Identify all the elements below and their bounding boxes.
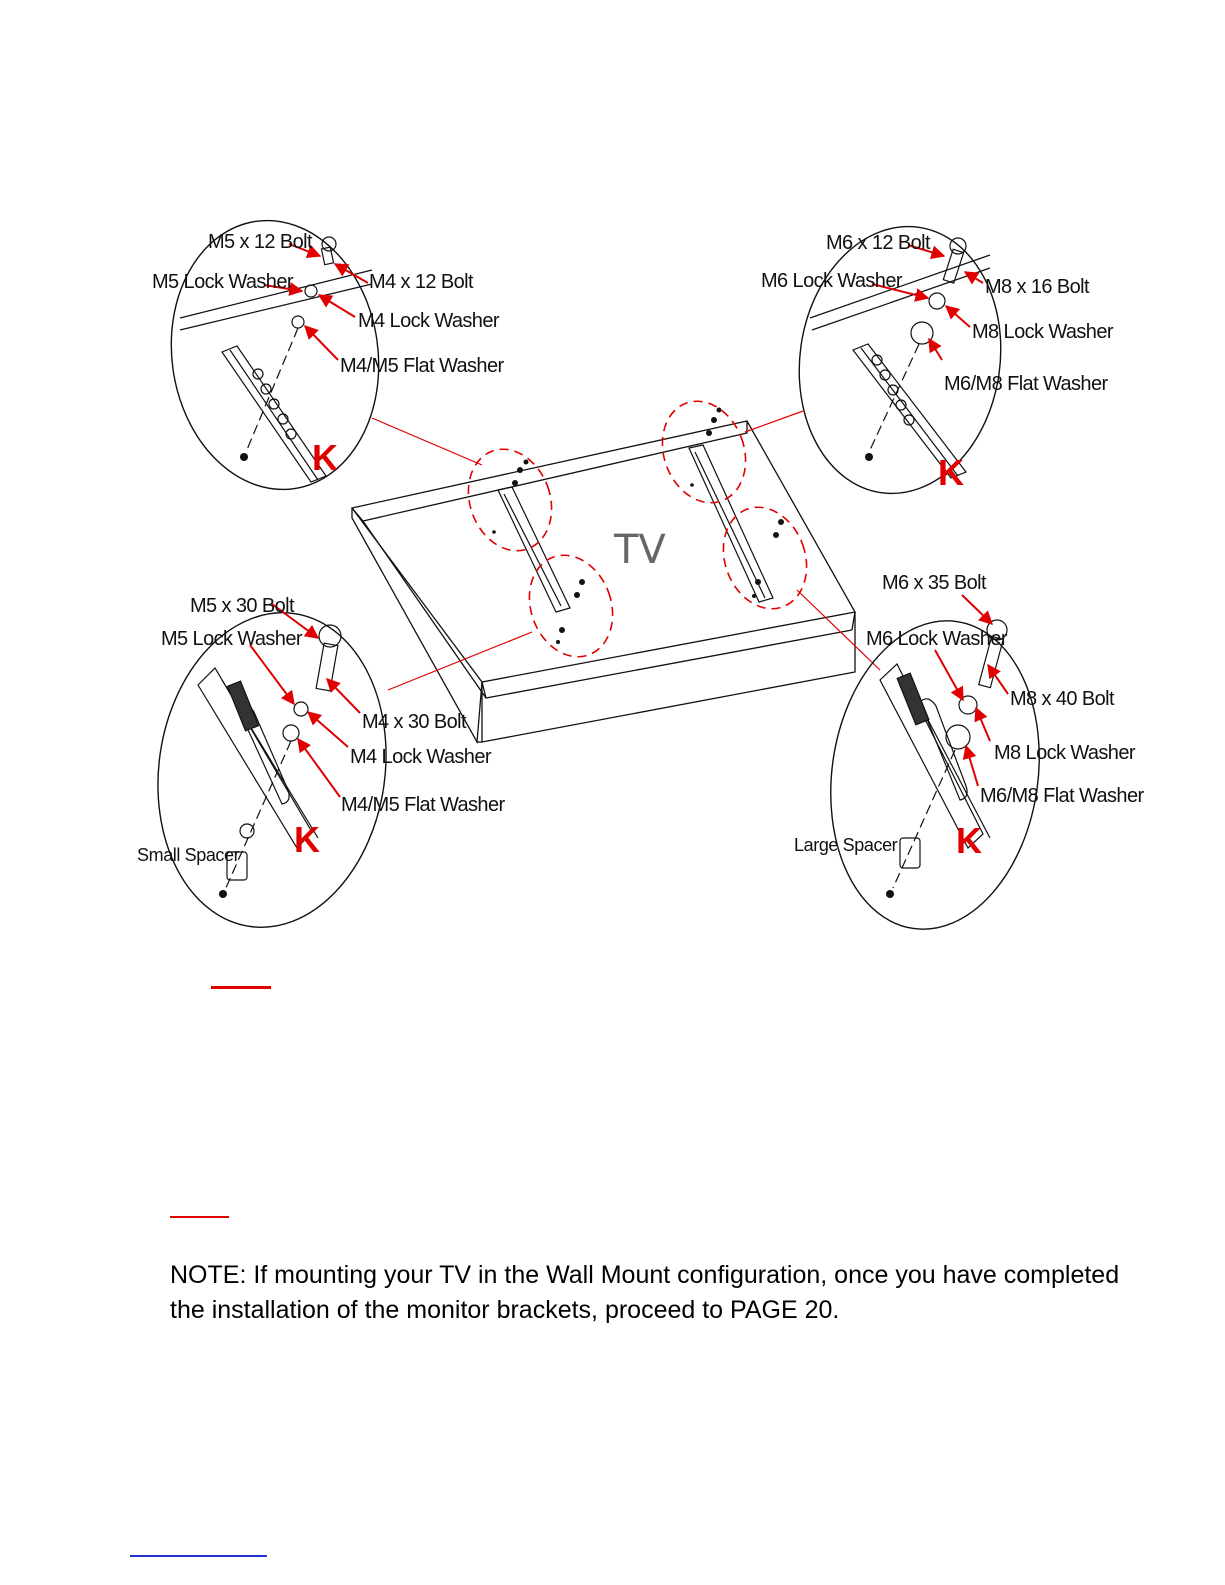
detail-highlight-circles <box>467 400 808 658</box>
label-m4x30-bolt: M4 x 30 Bolt <box>362 711 467 733</box>
label-m8x40-bolt: M8 x 40 Bolt <box>1010 688 1115 710</box>
k-mark: K <box>294 819 320 860</box>
k-mark: K <box>312 437 338 478</box>
label-m5x30-bolt: M5 x 30 Bolt <box>190 595 295 617</box>
label-m4x12-bolt: M4 x 12 Bolt <box>369 271 474 293</box>
tv-brackets <box>497 444 774 613</box>
red-underline-2 <box>170 1216 229 1218</box>
detail-leader-lines <box>371 410 881 691</box>
tv-label: TV <box>613 527 666 573</box>
label-m4-lock-washer: M4 Lock Washer <box>358 310 500 332</box>
k-mark: K <box>956 820 982 861</box>
red-underline-1 <box>211 986 271 989</box>
label-large-spacer: Large Spacer <box>794 835 898 855</box>
detail-bottom-right: K <box>830 619 1040 930</box>
label-m6x12-bolt: M6 x 12 Bolt <box>826 232 931 254</box>
label-m5x12-bolt: M5 x 12 Bolt <box>208 231 313 253</box>
label-m6-lock-washer: M6 Lock Washer <box>866 628 1008 650</box>
label-small-spacer: Small Spacer <box>137 845 240 865</box>
tv-hardware-dots <box>492 407 784 644</box>
label-m8x16-bolt: M8 x 16 Bolt <box>985 276 1090 298</box>
tv-panel <box>350 420 857 745</box>
detail-top-right: K <box>798 225 1002 495</box>
label-m8-lock-washer: M8 Lock Washer <box>972 321 1114 343</box>
label-m6x35-bolt: M6 x 35 Bolt <box>882 572 987 594</box>
label-m4m5-flat-washer: M4/M5 Flat Washer <box>341 794 505 816</box>
label-m4m5-flat-washer: M4/M5 Flat Washer <box>340 355 504 377</box>
callout-arrows <box>249 243 1009 798</box>
label-m6m8-flat-washer: M6/M8 Flat Washer <box>944 373 1108 395</box>
label-m4-lock-washer: M4 Lock Washer <box>350 746 492 768</box>
label-m6-lock-washer: M6 Lock Washer <box>761 270 903 292</box>
label-m5-lock-washer: M5 Lock Washer <box>152 271 294 293</box>
k-mark: K <box>938 452 964 493</box>
label-m8-lock-washer: M8 Lock Washer <box>994 742 1136 764</box>
detail-top-left: K <box>170 219 380 491</box>
label-m6m8-flat-washer: M6/M8 Flat Washer <box>980 785 1144 807</box>
note-text: NOTE: If mounting your TV in the Wall Mo… <box>170 1261 1120 1324</box>
detail-bottom-left: K <box>157 612 387 928</box>
label-m5-lock-washer: M5 Lock Washer <box>161 628 303 650</box>
link-underline <box>130 1555 267 1557</box>
callout-labels: M5 x 12 Bolt M4 x 12 Bolt M5 Lock Washer… <box>137 231 1145 865</box>
